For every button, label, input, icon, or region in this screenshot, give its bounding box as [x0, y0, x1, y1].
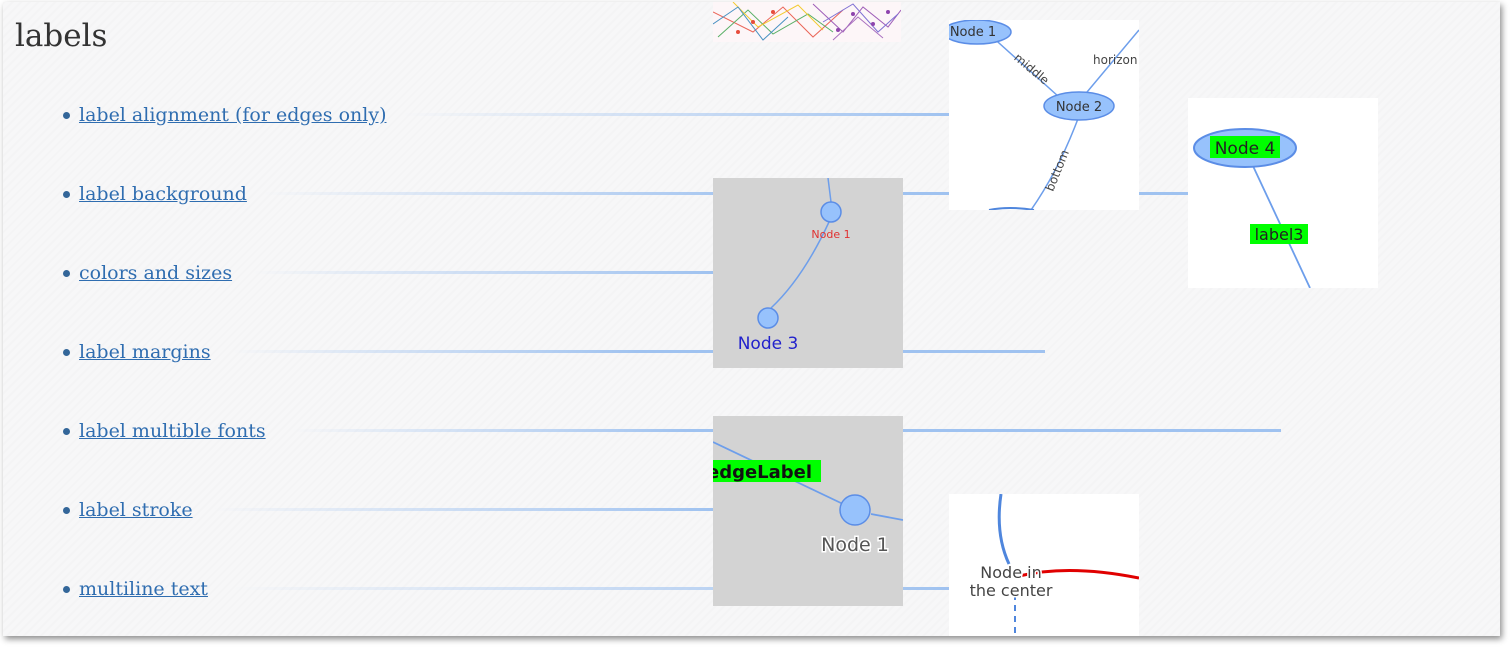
list-item: colors and sizes — [63, 260, 232, 286]
bullet-icon — [63, 269, 70, 277]
node-label: Node 1 — [950, 25, 996, 40]
node-label: Node 3 — [738, 334, 799, 354]
link-label-multible-fonts[interactable]: label multible fonts — [79, 420, 266, 442]
thumbnail-label-background[interactable]: Node 4 label3 — [1188, 98, 1378, 288]
node-label: Node 1 — [821, 534, 889, 556]
list-item: label margins — [63, 339, 211, 365]
link-streak — [213, 508, 713, 511]
list-item: label background — [63, 181, 247, 207]
thumbnail-label-stroke[interactable]: edgeLabel Node 1 — [713, 416, 903, 606]
thumbnail-colors-and-sizes[interactable]: Node 1 Node 3 — [713, 178, 903, 368]
list-item: multiline text — [63, 576, 208, 602]
edge-label: horizon — [1093, 53, 1137, 67]
graph-node — [949, 20, 1012, 45]
bullet-icon — [63, 190, 70, 198]
link-label-stroke[interactable]: label stroke — [79, 499, 193, 521]
link-label-margins[interactable]: label margins — [79, 341, 211, 363]
bullet-icon — [63, 427, 70, 435]
node-label-line: Node in — [980, 563, 1041, 582]
list-item: label multible fonts — [63, 418, 266, 444]
list-item: label stroke — [63, 497, 193, 523]
graph-node — [757, 307, 779, 329]
bullet-icon — [63, 585, 70, 593]
link-label-alignment[interactable]: label alignment (for edges only) — [79, 104, 387, 126]
thumbnail-multiline-text[interactable]: Node in the center — [949, 494, 1139, 636]
link-streak — [253, 271, 713, 274]
link-streak — [403, 113, 951, 116]
node-label-line: the center — [970, 581, 1053, 600]
graph-node — [839, 494, 871, 526]
page-heading: labels — [15, 18, 108, 54]
edge-label: middle — [1011, 50, 1051, 87]
link-streak — [233, 587, 951, 590]
link-colors-and-sizes[interactable]: colors and sizes — [79, 262, 233, 284]
edge-label: label3 — [1255, 225, 1304, 244]
graph-node — [820, 201, 842, 223]
link-streak — [233, 350, 1045, 353]
edge-label: bottom — [1043, 148, 1072, 193]
list-item: label alignment (for edges only) — [63, 102, 387, 128]
node-label: Node 4 — [1215, 139, 1276, 159]
thumbnail-label-alignment[interactable]: Node 1 Node 2 middle horizon bottom — [949, 20, 1139, 210]
node-label: Node 2 — [1056, 100, 1102, 115]
edge-label: edgeLabel — [713, 462, 812, 483]
link-multiline-text[interactable]: multiline text — [79, 578, 208, 600]
bullet-icon — [63, 111, 70, 119]
page: labels — [3, 2, 1500, 636]
thumbnail-network-top[interactable] — [713, 2, 901, 42]
bullet-icon — [63, 506, 70, 514]
link-label-background[interactable]: label background — [79, 183, 247, 205]
graph-node — [1043, 91, 1115, 121]
node-label: Node 1 — [811, 228, 850, 241]
bullet-icon — [63, 348, 70, 356]
